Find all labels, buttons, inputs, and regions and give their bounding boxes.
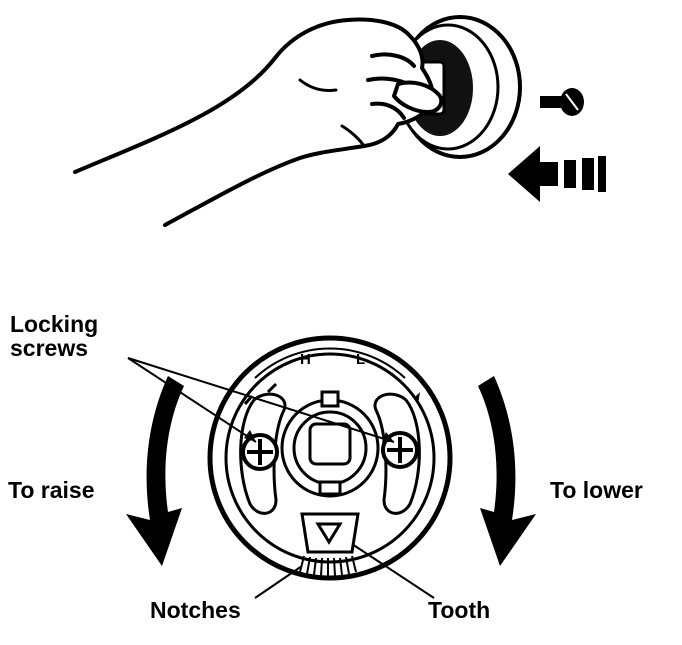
to-lower-label: To lower — [550, 477, 643, 503]
notch-marks — [299, 555, 357, 577]
leader-lines — [127, 357, 435, 599]
left-locking-screw — [241, 433, 279, 471]
hub-bottom-tab — [318, 480, 342, 496]
tooth-label: Tooth — [428, 597, 491, 623]
rotate-cw-arrow-icon — [478, 376, 536, 566]
locking-screws-line2: screws — [10, 335, 89, 362]
hand-icon — [73, 17, 444, 227]
locking-screws-label: Locking screws — [10, 312, 98, 360]
to-raise-label: To raise — [8, 477, 95, 503]
high-mark: H — [300, 351, 311, 368]
dial-illustration: H L — [207, 335, 453, 581]
dial-scale-arc — [254, 347, 406, 379]
low-mark: L — [356, 351, 365, 368]
rotate-ccw-arrow-icon — [126, 376, 184, 566]
tooth-pointer — [315, 522, 343, 545]
hand-knob-illustration — [73, 15, 606, 227]
locking-screws-line1: Locking — [10, 311, 99, 337]
screw-icon — [540, 88, 584, 116]
hub-top-tab — [320, 390, 340, 408]
push-arrow-icon — [508, 146, 606, 202]
shaft-socket — [308, 422, 352, 466]
notches-label: Notches — [150, 597, 241, 623]
